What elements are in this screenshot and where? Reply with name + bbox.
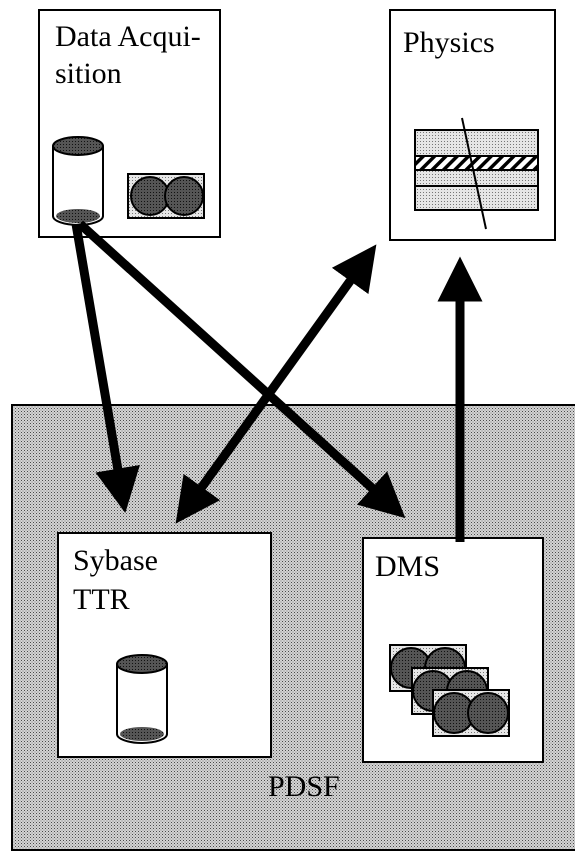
ttr-label: TTR bbox=[73, 583, 130, 616]
tape-cartridges-icon bbox=[389, 644, 510, 737]
sybase-label: Sybase bbox=[73, 544, 158, 577]
data-acquisition-label: Data Acqui- bbox=[55, 20, 201, 53]
physics-node[interactable] bbox=[389, 9, 556, 241]
physics-label: Physics bbox=[403, 26, 495, 59]
dms-node[interactable] bbox=[362, 537, 544, 763]
data-acquisition-node[interactable] bbox=[38, 9, 221, 238]
arrow-daq-to-sybase bbox=[71, 223, 140, 514]
dms-label: DMS bbox=[375, 550, 441, 583]
database-icon bbox=[52, 136, 104, 226]
data-acquisition-label-line2: sition bbox=[55, 57, 122, 90]
database-icon bbox=[116, 654, 168, 744]
tape-cartridge-icon bbox=[127, 173, 205, 219]
detector-icon bbox=[414, 117, 539, 230]
sybase-ttr-node[interactable] bbox=[57, 532, 272, 758]
arrow-sybase-physics bbox=[175, 244, 377, 524]
pdsf-label: PDSF bbox=[268, 770, 340, 803]
